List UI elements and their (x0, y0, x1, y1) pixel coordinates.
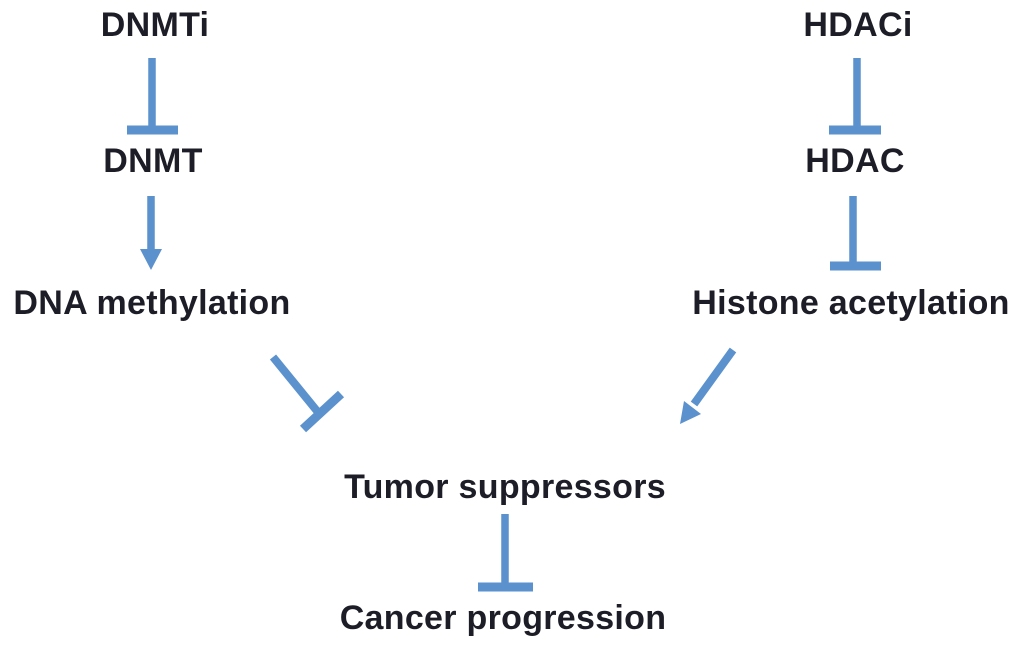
inhibition-arrow-tumor-suppressors-cancer-progression (478, 514, 533, 592)
inhibition-arrow-dnmti-dnmt (127, 58, 178, 135)
node-label-hdac: HDAC (805, 142, 905, 180)
node-label-dnmti: DNMTi (100, 6, 210, 44)
node-label-cancer-progression: Cancer progression (339, 599, 667, 637)
inhibition-arrow-hdaci-hdac (829, 58, 881, 135)
inhibition-arrow-dna-methylation-tumor-suppressors (269, 354, 345, 433)
inhibition-arrow-hdac-histone-acetylation (830, 196, 881, 271)
node-label-histone-acetylation: Histone acetylation (692, 284, 1010, 322)
node-label-dna-methylation: DNA methylation (13, 284, 291, 322)
node-label-tumor-suppressors: Tumor suppressors (344, 468, 666, 506)
activation-arrow-histone-acetylation-tumor-suppressors (680, 347, 737, 424)
node-label-hdaci: HDACi (803, 6, 913, 44)
node-label-dnmt: DNMT (103, 142, 203, 180)
activation-arrow-dnmt-dna-methylation (140, 196, 162, 270)
